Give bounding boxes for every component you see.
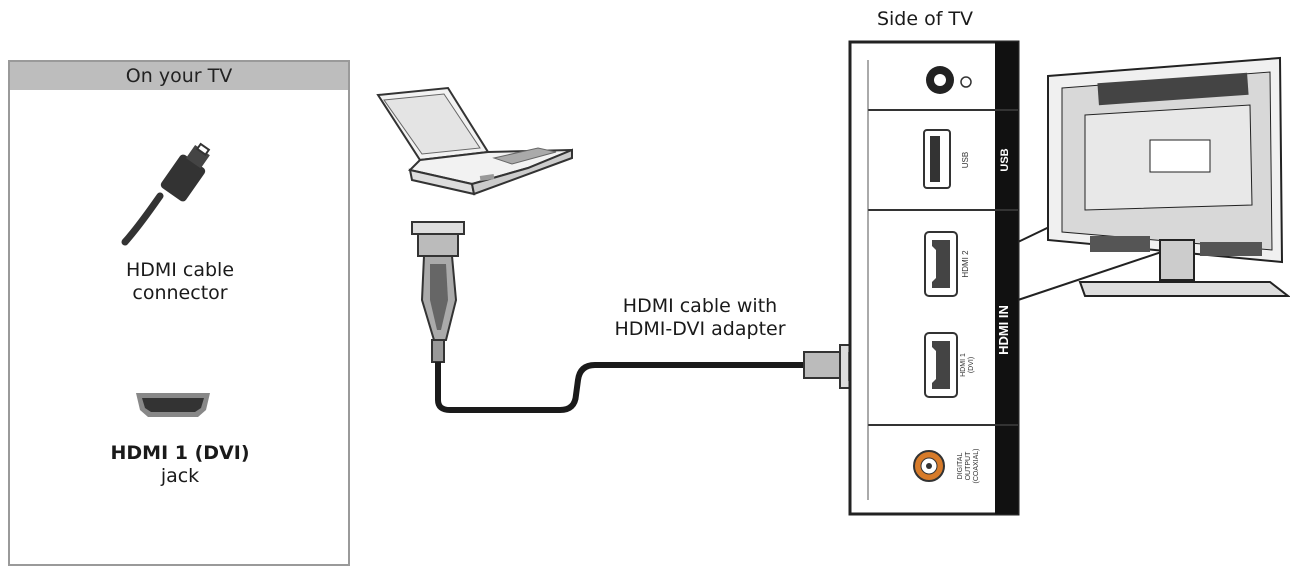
digital-label-3: (COAXIAL) bbox=[973, 448, 980, 483]
hdmi-jack-icon bbox=[136, 393, 210, 417]
usb-side-label: USB bbox=[999, 148, 1011, 171]
jack-label: HDMI 1 (DVI) jack bbox=[65, 442, 295, 488]
hdmi-connector-icon bbox=[121, 142, 211, 246]
cable-label-line2: HDMI-DVI adapter bbox=[614, 318, 786, 340]
panel-title: Side of TV bbox=[876, 8, 974, 30]
hdmi1-sub-label: (DVI) bbox=[968, 357, 975, 373]
hdmi1-label: HDMI 1 bbox=[960, 353, 967, 377]
hdmi-cable bbox=[435, 362, 805, 413]
hdmi-in-label: HDMI IN bbox=[996, 305, 1011, 355]
digital-label-2: OUTPUT bbox=[965, 451, 972, 481]
digital-label-1: DIGITAL bbox=[957, 453, 964, 480]
cable-label-line1: HDMI cable with bbox=[622, 295, 778, 317]
jack-label-text: jack bbox=[160, 465, 200, 487]
cable-label: HDMI cable with HDMI-DVI adapter bbox=[580, 295, 820, 341]
usb-port-label: USB bbox=[961, 152, 970, 168]
tv-back-icon bbox=[1047, 56, 1290, 297]
jack-label-bold: HDMI 1 (DVI) bbox=[110, 442, 250, 464]
tv-side-panel: USB HDMI IN USB HDMI 2 HDMI 1 (DVI) DIGI… bbox=[848, 40, 1020, 516]
legend-header: On your TV bbox=[10, 62, 348, 90]
legend-box: On your TV bbox=[8, 60, 350, 566]
laptop-icon bbox=[376, 86, 573, 196]
connector-label-line1: HDMI cable bbox=[125, 259, 235, 281]
connector-label: HDMI cable connector bbox=[65, 259, 295, 305]
connector-label-line2: connector bbox=[132, 282, 228, 304]
hdmi2-label: HDMI 2 bbox=[961, 250, 970, 278]
dvi-adapter-icon bbox=[411, 221, 465, 363]
